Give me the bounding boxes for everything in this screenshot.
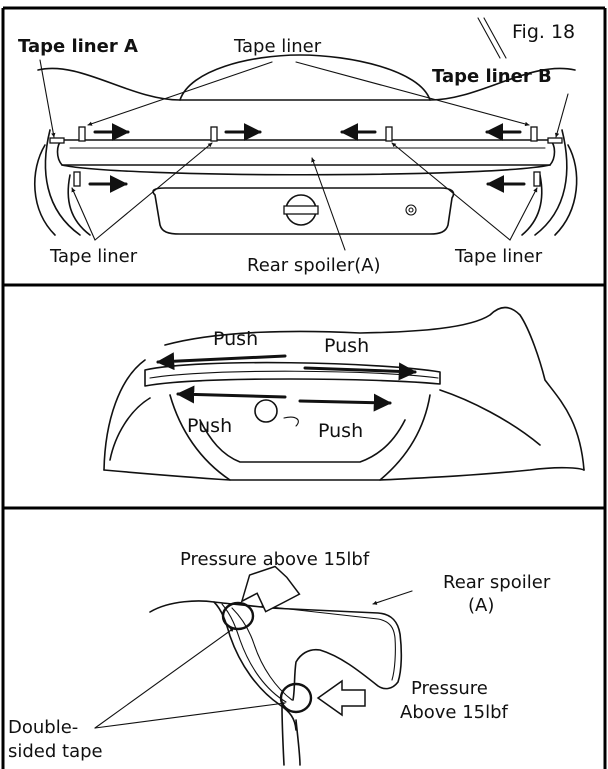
emblem-icon <box>283 194 319 226</box>
panel-tape-liner-removal: Fig. 18 <box>18 17 578 276</box>
tape-liner-top-label: Tape liner <box>233 36 322 57</box>
tape-liner-bottom-right-label: Tape liner <box>454 246 543 267</box>
figure-frame <box>1 6 607 769</box>
push-label-bottom-left: Push <box>187 415 232 437</box>
push-label-bottom-right: Push <box>318 420 363 442</box>
tape-liner-a-label: Tape liner A <box>18 36 138 57</box>
leader-lines <box>39 59 569 251</box>
tape-liner-b-label: Tape liner B <box>432 66 552 87</box>
tape-liner-tabs <box>49 126 563 187</box>
pull-direction-arrows <box>88 123 526 193</box>
rear-car-body-outline <box>33 54 578 236</box>
car-rear-outline <box>103 306 585 481</box>
rear-spoiler-part <box>56 139 556 176</box>
spoiler-cross-section <box>149 600 403 766</box>
pressure-arrow-right-icon <box>316 679 366 717</box>
push-label-top-right: Push <box>324 335 369 357</box>
trunk-garnish <box>152 187 455 235</box>
spoiler-on-trunk <box>144 361 441 387</box>
panel-push-spoiler: Push Push Push Push <box>103 306 585 481</box>
rear-spoiler-label: Rear spoiler(A) <box>247 255 381 276</box>
rear-spoiler-label-line1: Rear spoiler <box>443 572 551 593</box>
camera-icon <box>405 204 417 216</box>
push-label-top-left: Push <box>213 328 258 350</box>
push-direction-arrows <box>156 352 417 412</box>
tape-liner-bottom-left-label: Tape liner <box>49 246 138 267</box>
figure-number: Fig. 18 <box>512 21 575 43</box>
pressure-right-label-line2: Above 15lbf <box>400 702 509 723</box>
emblem-icon-2 <box>254 399 299 427</box>
pressure-right-label-line1: Pressure <box>411 678 488 699</box>
double-sided-tape-label-line2: sided tape <box>8 741 103 762</box>
pressure-arrow-top-icon <box>240 565 301 613</box>
tape-location-circles <box>221 601 313 714</box>
pressure-top-label: Pressure above 15lbf <box>180 549 370 570</box>
panel-pressure-section: Pressure above 15lbf Rear spoiler (A) <box>8 549 551 766</box>
panel3-leader-lines <box>94 590 413 729</box>
double-sided-tape-label-line1: Double- <box>8 717 78 738</box>
rear-spoiler-label-line2: (A) <box>468 595 494 616</box>
